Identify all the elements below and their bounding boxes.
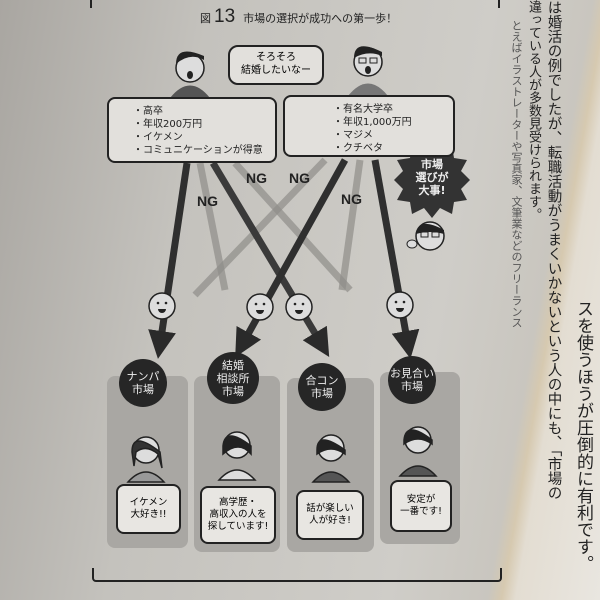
left-man-traits: ・高卒・年収200万円・イケメン・コミュニケーションが得意 — [107, 97, 277, 163]
arrow-faded — [232, 160, 353, 293]
smiley-icon — [386, 291, 414, 319]
left-man-icon — [170, 51, 210, 98]
body-text-line: スを使うほうが圧倒的に有利です。 — [573, 300, 593, 572]
speech-line: そろそろ — [256, 52, 296, 63]
ng-label: NG — [289, 170, 310, 186]
smiley-icon — [285, 293, 313, 321]
market-label-omiai: お見合い市場 — [388, 356, 436, 404]
woman-icon — [311, 434, 351, 483]
quote-bubble-nanpa: イケメン大好き!! — [116, 484, 181, 534]
smiley-icon — [246, 293, 274, 321]
body-text-line: 違っている人が多数見受けられます。 — [526, 0, 541, 221]
right-man-icon — [348, 46, 388, 96]
figure-frame-top — [90, 0, 500, 8]
trait-item: ・有名大学卒 — [333, 104, 393, 115]
figure-frame-bottom — [92, 568, 502, 582]
trait-item: ・コミュニケーションが得意 — [133, 145, 263, 156]
smiley-icon — [148, 292, 176, 320]
trait-item: ・クチベタ — [333, 143, 383, 154]
quote-bubble-goukon: 話が楽しい人が好き! — [296, 490, 364, 540]
narrator-icon — [406, 221, 445, 251]
market-label-kekkon: 結婚相談所市場 — [207, 352, 259, 404]
trait-item: ・イケメン — [133, 132, 183, 143]
woman-icon — [217, 431, 257, 481]
arrow-faded — [338, 159, 364, 291]
ng-label: NG — [197, 193, 218, 209]
figure-number: 13 — [214, 6, 236, 27]
trait-item: ・マジメ — [333, 130, 373, 141]
ng-label: NG — [246, 170, 267, 186]
speech-bubble: そろそろ結婚したいなー — [228, 45, 324, 85]
figure-title-text: 市場の選択が成功への第一歩！ — [243, 12, 398, 25]
woman-icon — [126, 436, 166, 483]
body-text-line: は婚活の例でしたが、転職活動がうまくいかないという人の中にも、「市場の — [545, 0, 562, 501]
starburst-text: 市場選びが大事! — [415, 158, 449, 197]
trait-item: ・年収1,000万円 — [333, 117, 412, 128]
starburst-shape — [394, 142, 470, 218]
speech-line: 結婚したいなー — [241, 65, 311, 76]
figure-label: 図 — [200, 12, 211, 25]
quote-bubble-kekkon: 高学歴・高収入の人を探しています! — [200, 486, 276, 544]
ng-label: NG — [341, 191, 362, 207]
trait-item: ・年収200万円 — [133, 119, 203, 130]
woman-icon — [398, 426, 438, 477]
market-label-goukon: 合コン市場 — [298, 363, 346, 411]
market-label-nanpa: ナンパ市場 — [119, 359, 167, 407]
arrow-faded — [192, 157, 328, 298]
quote-bubble-omiai: 安定が一番です! — [390, 480, 452, 532]
right-man-traits: ・有名大学卒・年収1,000万円・マジメ・クチベタ — [283, 95, 455, 157]
body-text-line: とえばイラストレーターや写真家、文筆業などのフリーランス — [510, 20, 523, 328]
trait-item: ・高卒 — [133, 106, 163, 117]
